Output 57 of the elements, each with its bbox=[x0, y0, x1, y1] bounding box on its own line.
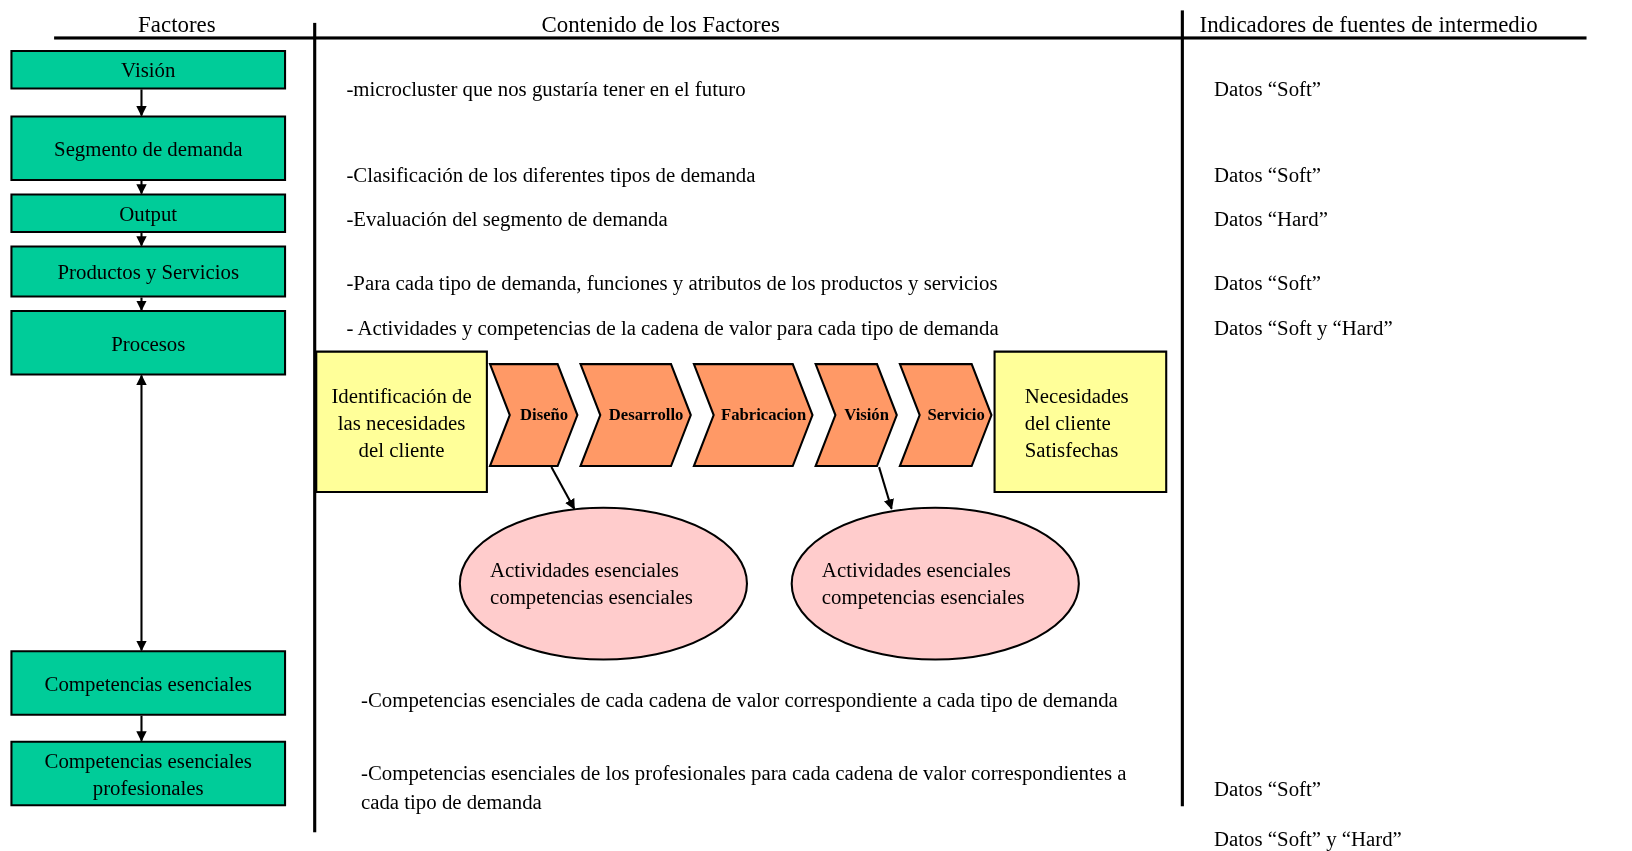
node-label: Procesos bbox=[111, 330, 186, 357]
chevron-step bbox=[692, 363, 814, 468]
description-text: -Clasificación de los diferentes tipos de demanda bbox=[346, 162, 756, 189]
arrow bbox=[878, 466, 894, 510]
indicator-text: Datos “Soft” bbox=[1214, 270, 1321, 297]
node-label: Servicio bbox=[927, 404, 985, 425]
arrow bbox=[136, 181, 147, 195]
note-box bbox=[993, 350, 1168, 494]
process-box bbox=[10, 650, 287, 716]
indicator-text: Datos “Soft” y “Hard” bbox=[1214, 826, 1402, 851]
node-label: Productos y Servicios bbox=[57, 259, 239, 286]
chevron-step bbox=[814, 363, 898, 468]
column-header: Contenido de los Factores bbox=[541, 10, 780, 40]
node-label: Output bbox=[119, 200, 178, 227]
arrow bbox=[136, 297, 147, 312]
node-label: Actividades esenciales competencias esenciales bbox=[820, 557, 1026, 611]
node-label: Segmento de demanda bbox=[54, 135, 243, 162]
node-label: Visión bbox=[844, 404, 889, 425]
indicator-text: Datos “Soft” bbox=[1214, 776, 1321, 802]
note-box bbox=[315, 350, 488, 494]
description-text: -Para cada tipo de demanda, funciones y atributos de los productos y servicios bbox=[346, 270, 998, 297]
node-label: Visión bbox=[121, 57, 176, 84]
description-text: - Actividades y competencias de la cadena de valor para cada tipo de demanda bbox=[346, 315, 999, 342]
node-label: Desarrollo bbox=[608, 404, 684, 425]
indicator-text: Datos “Soft” bbox=[1214, 162, 1321, 189]
chevron-step bbox=[488, 363, 579, 468]
arrow bbox=[550, 466, 576, 510]
description-text: -Competencias esenciales de cada cadena de valor correspondiente a cada tipo de demanda bbox=[361, 687, 1119, 714]
node-label: Necesidades del cliente Satisfechas bbox=[1023, 382, 1130, 463]
node-label: Competencias esenciales profesionales bbox=[43, 747, 253, 801]
description-text: -Competencias esenciales de los profesionales para cada cadena de valor correspondientes a cada tipo de demanda bbox=[361, 760, 1128, 816]
arrow bbox=[136, 233, 147, 247]
node-label: Actividades esenciales competencias esenciales bbox=[489, 557, 694, 611]
process-box bbox=[10, 245, 287, 298]
process-box bbox=[10, 310, 287, 376]
node-label: Competencias esenciales bbox=[44, 670, 252, 697]
column-header: Factores bbox=[138, 10, 216, 40]
arrow bbox=[136, 89, 147, 117]
process-box bbox=[10, 49, 287, 90]
process-box bbox=[10, 115, 287, 181]
description-text: -Evaluación del segmento de demanda bbox=[346, 206, 668, 233]
ellipse-node bbox=[458, 506, 748, 661]
column-header: Indicadores de fuentes de intermedio bbox=[1199, 10, 1538, 40]
chevron-step bbox=[579, 363, 692, 468]
arrow bbox=[136, 715, 147, 742]
indicator-text: Datos “Hard” bbox=[1214, 206, 1328, 232]
arrow bbox=[136, 374, 147, 652]
node-label: Fabricacion bbox=[721, 404, 807, 425]
node-label: Identificación de las necesidades del cliente bbox=[330, 382, 473, 463]
process-box bbox=[10, 193, 287, 234]
ellipse-node bbox=[790, 506, 1080, 661]
indicator-text: Datos “Soft” bbox=[1214, 76, 1321, 102]
indicator-text: Datos “Soft y “Hard” bbox=[1214, 315, 1393, 342]
node-label: Diseño bbox=[520, 404, 569, 425]
chevron-step bbox=[898, 363, 993, 468]
description-text: -microcluster que nos gustaría tener en el futuro bbox=[346, 76, 746, 103]
process-box bbox=[10, 740, 287, 807]
